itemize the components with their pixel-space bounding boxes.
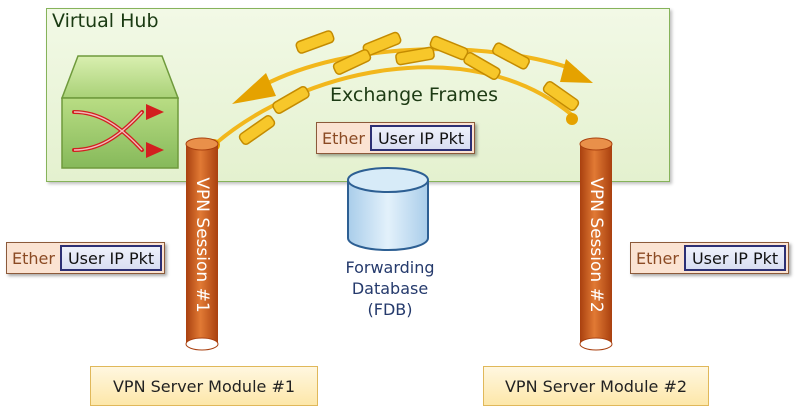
fdb-label-line2: Database	[351, 279, 429, 298]
vpn-session-1-label: VPN Session #1	[192, 177, 212, 313]
frame-dash	[395, 46, 435, 66]
frame-packet-session-1: Ether User IP Pkt	[6, 242, 166, 274]
frame-packet-session-2: Ether User IP Pkt	[630, 242, 790, 274]
vpn-session-2-label: VPN Session #2	[586, 177, 606, 313]
vpn-session-1-pipe	[185, 137, 219, 351]
vpn-server-module-1: VPN Server Module #1	[90, 366, 318, 406]
arrow-head-right-icon	[560, 59, 593, 83]
virtual-hub-title: Virtual Hub	[52, 10, 159, 32]
fdb-label-line3: (FDB)	[367, 300, 413, 319]
frame-dash	[295, 30, 335, 54]
fdb-label: Forwarding Database (FDB)	[320, 257, 460, 320]
user-ip-packet: User IP Pkt	[369, 125, 473, 151]
fdb-label-line1: Forwarding	[345, 258, 435, 277]
frame-path-end-dot	[566, 113, 578, 125]
user-ip-packet: User IP Pkt	[683, 245, 787, 271]
frame-dash	[238, 115, 276, 145]
exchange-frames-label: Exchange Frames	[330, 84, 498, 106]
frame-dash	[492, 42, 530, 70]
ether-header: Ether	[636, 248, 679, 268]
switch-icon	[60, 55, 180, 169]
frame-dash	[463, 52, 501, 80]
vpn-server-module-2: VPN Server Module #2	[483, 366, 709, 406]
vpn-session-2-pipe	[579, 137, 613, 351]
user-ip-packet: User IP Pkt	[59, 245, 163, 271]
frame-dash	[332, 49, 372, 75]
frame-dash	[542, 81, 580, 111]
frame-dash	[429, 35, 469, 61]
frame-path-lower	[212, 65, 574, 147]
fdb-database-icon	[347, 167, 429, 251]
frame-dash	[272, 86, 310, 114]
arrow-head-left-icon	[232, 73, 276, 104]
ether-header: Ether	[322, 128, 365, 148]
ether-header: Ether	[12, 248, 55, 268]
frame-packet-hub: Ether User IP Pkt	[316, 122, 476, 154]
